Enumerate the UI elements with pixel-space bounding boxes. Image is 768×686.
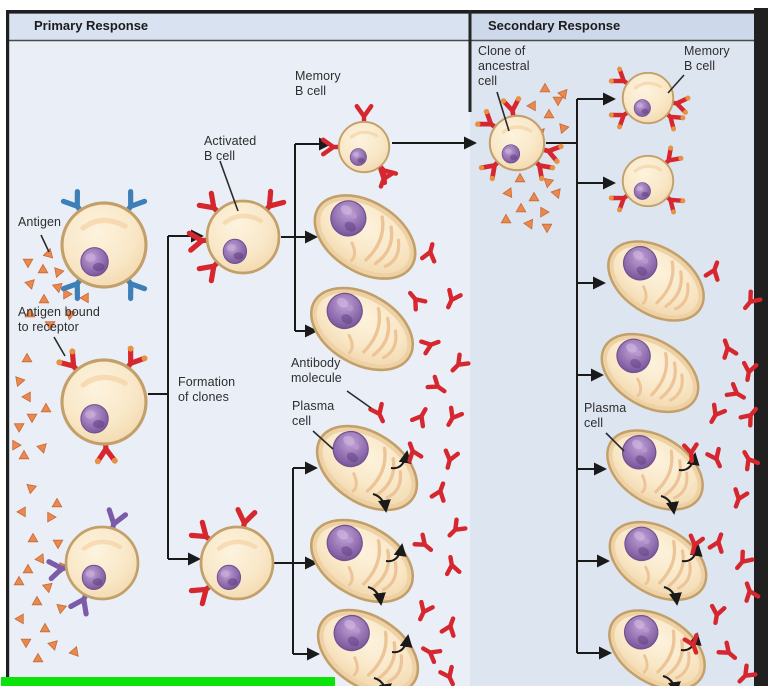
label-activated-b-cell: Activated B cell bbox=[204, 134, 257, 163]
b-cell-body bbox=[62, 360, 146, 444]
pointer-plasma-cell-secondary bbox=[605, 432, 625, 452]
b-cell-body bbox=[207, 201, 279, 273]
label-formation-of-clones: Formation of clones bbox=[178, 375, 236, 404]
pointer-clone-cell bbox=[496, 91, 510, 132]
b-cell-body bbox=[66, 527, 138, 599]
b-cell-body bbox=[337, 120, 391, 174]
pointer-plasma-cell-primary bbox=[312, 430, 334, 450]
primary-response-header: Primary Response bbox=[34, 18, 149, 33]
label-pointers bbox=[40, 74, 685, 452]
label-clone-of-ancestral-cell: Clone of ancestral cell bbox=[478, 44, 530, 88]
b-cell-body bbox=[62, 203, 146, 287]
b-cell-body bbox=[621, 71, 675, 125]
b-cell-body bbox=[621, 154, 675, 208]
flow-arrows bbox=[148, 92, 616, 661]
naive-b-cell bbox=[62, 192, 146, 299]
b-cell-body bbox=[488, 114, 546, 172]
pointer-memory-b-secondary bbox=[667, 74, 685, 94]
pointer-activated-b-cell bbox=[219, 160, 239, 212]
pointer-antigen-bound bbox=[53, 336, 66, 357]
frame-right-border bbox=[754, 8, 768, 686]
label-plasma-cell-primary: Plasma cell bbox=[292, 399, 335, 428]
secondary-header-band bbox=[470, 13, 760, 40]
label-plasma-cell-secondary: Plasma cell bbox=[584, 401, 627, 430]
label-antibody-molecule: Antibody molecule bbox=[291, 356, 342, 385]
b-cell-body bbox=[201, 527, 273, 599]
secondary-response-header: Secondary Response bbox=[488, 18, 621, 33]
pointer-antibody-molecule bbox=[346, 390, 372, 409]
label-memory-b-cell-secondary: Memory B cell bbox=[684, 44, 730, 73]
pointer-antigen bbox=[40, 234, 50, 253]
label-memory-b-cell-primary: Memory B cell bbox=[295, 69, 341, 98]
green-highlight-bar bbox=[1, 677, 335, 686]
primary-header-band bbox=[8, 13, 470, 40]
label-antigen: Antigen bbox=[18, 215, 62, 229]
label-antigen-bound: Antigen bound to receptor bbox=[18, 305, 100, 334]
